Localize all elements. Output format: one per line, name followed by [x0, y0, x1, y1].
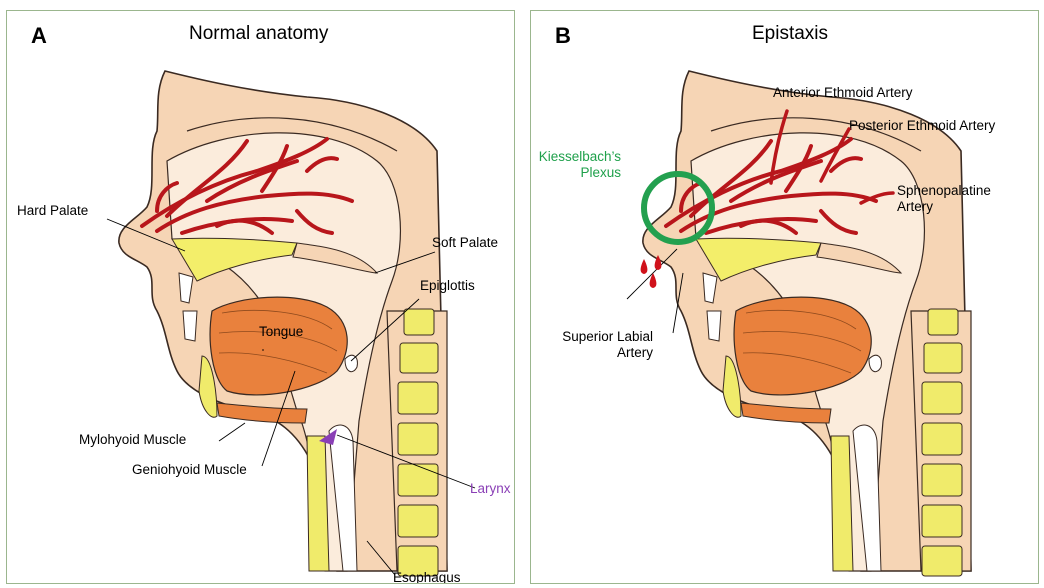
label-epiglottis: Epiglottis [420, 278, 475, 294]
label-soft-palate: Soft Palate [432, 235, 498, 251]
panel-epistaxis: B Epistaxis Kiesselbach’s Plexus Anterio… [530, 10, 1039, 584]
panel-normal-anatomy: A Normal anatomy Hard Palate Soft Palate… [6, 10, 515, 584]
panel-title: Normal anatomy [189, 23, 328, 45]
head-sagittal-illustration [7, 11, 515, 584]
label-geniohyoid-muscle: Geniohyoid Muscle [132, 462, 247, 478]
leader-lines-b [531, 11, 1039, 584]
label-hard-palate: Hard Palate [17, 203, 88, 219]
panel-letter: A [31, 23, 47, 49]
label-mylohyoid-muscle: Mylohyoid Muscle [79, 432, 186, 448]
label-larynx: Larynx [470, 481, 511, 497]
label-tongue: Tongue [259, 324, 303, 340]
label-esophagus: Esophagus [393, 570, 461, 584]
vertebrae [398, 309, 438, 576]
